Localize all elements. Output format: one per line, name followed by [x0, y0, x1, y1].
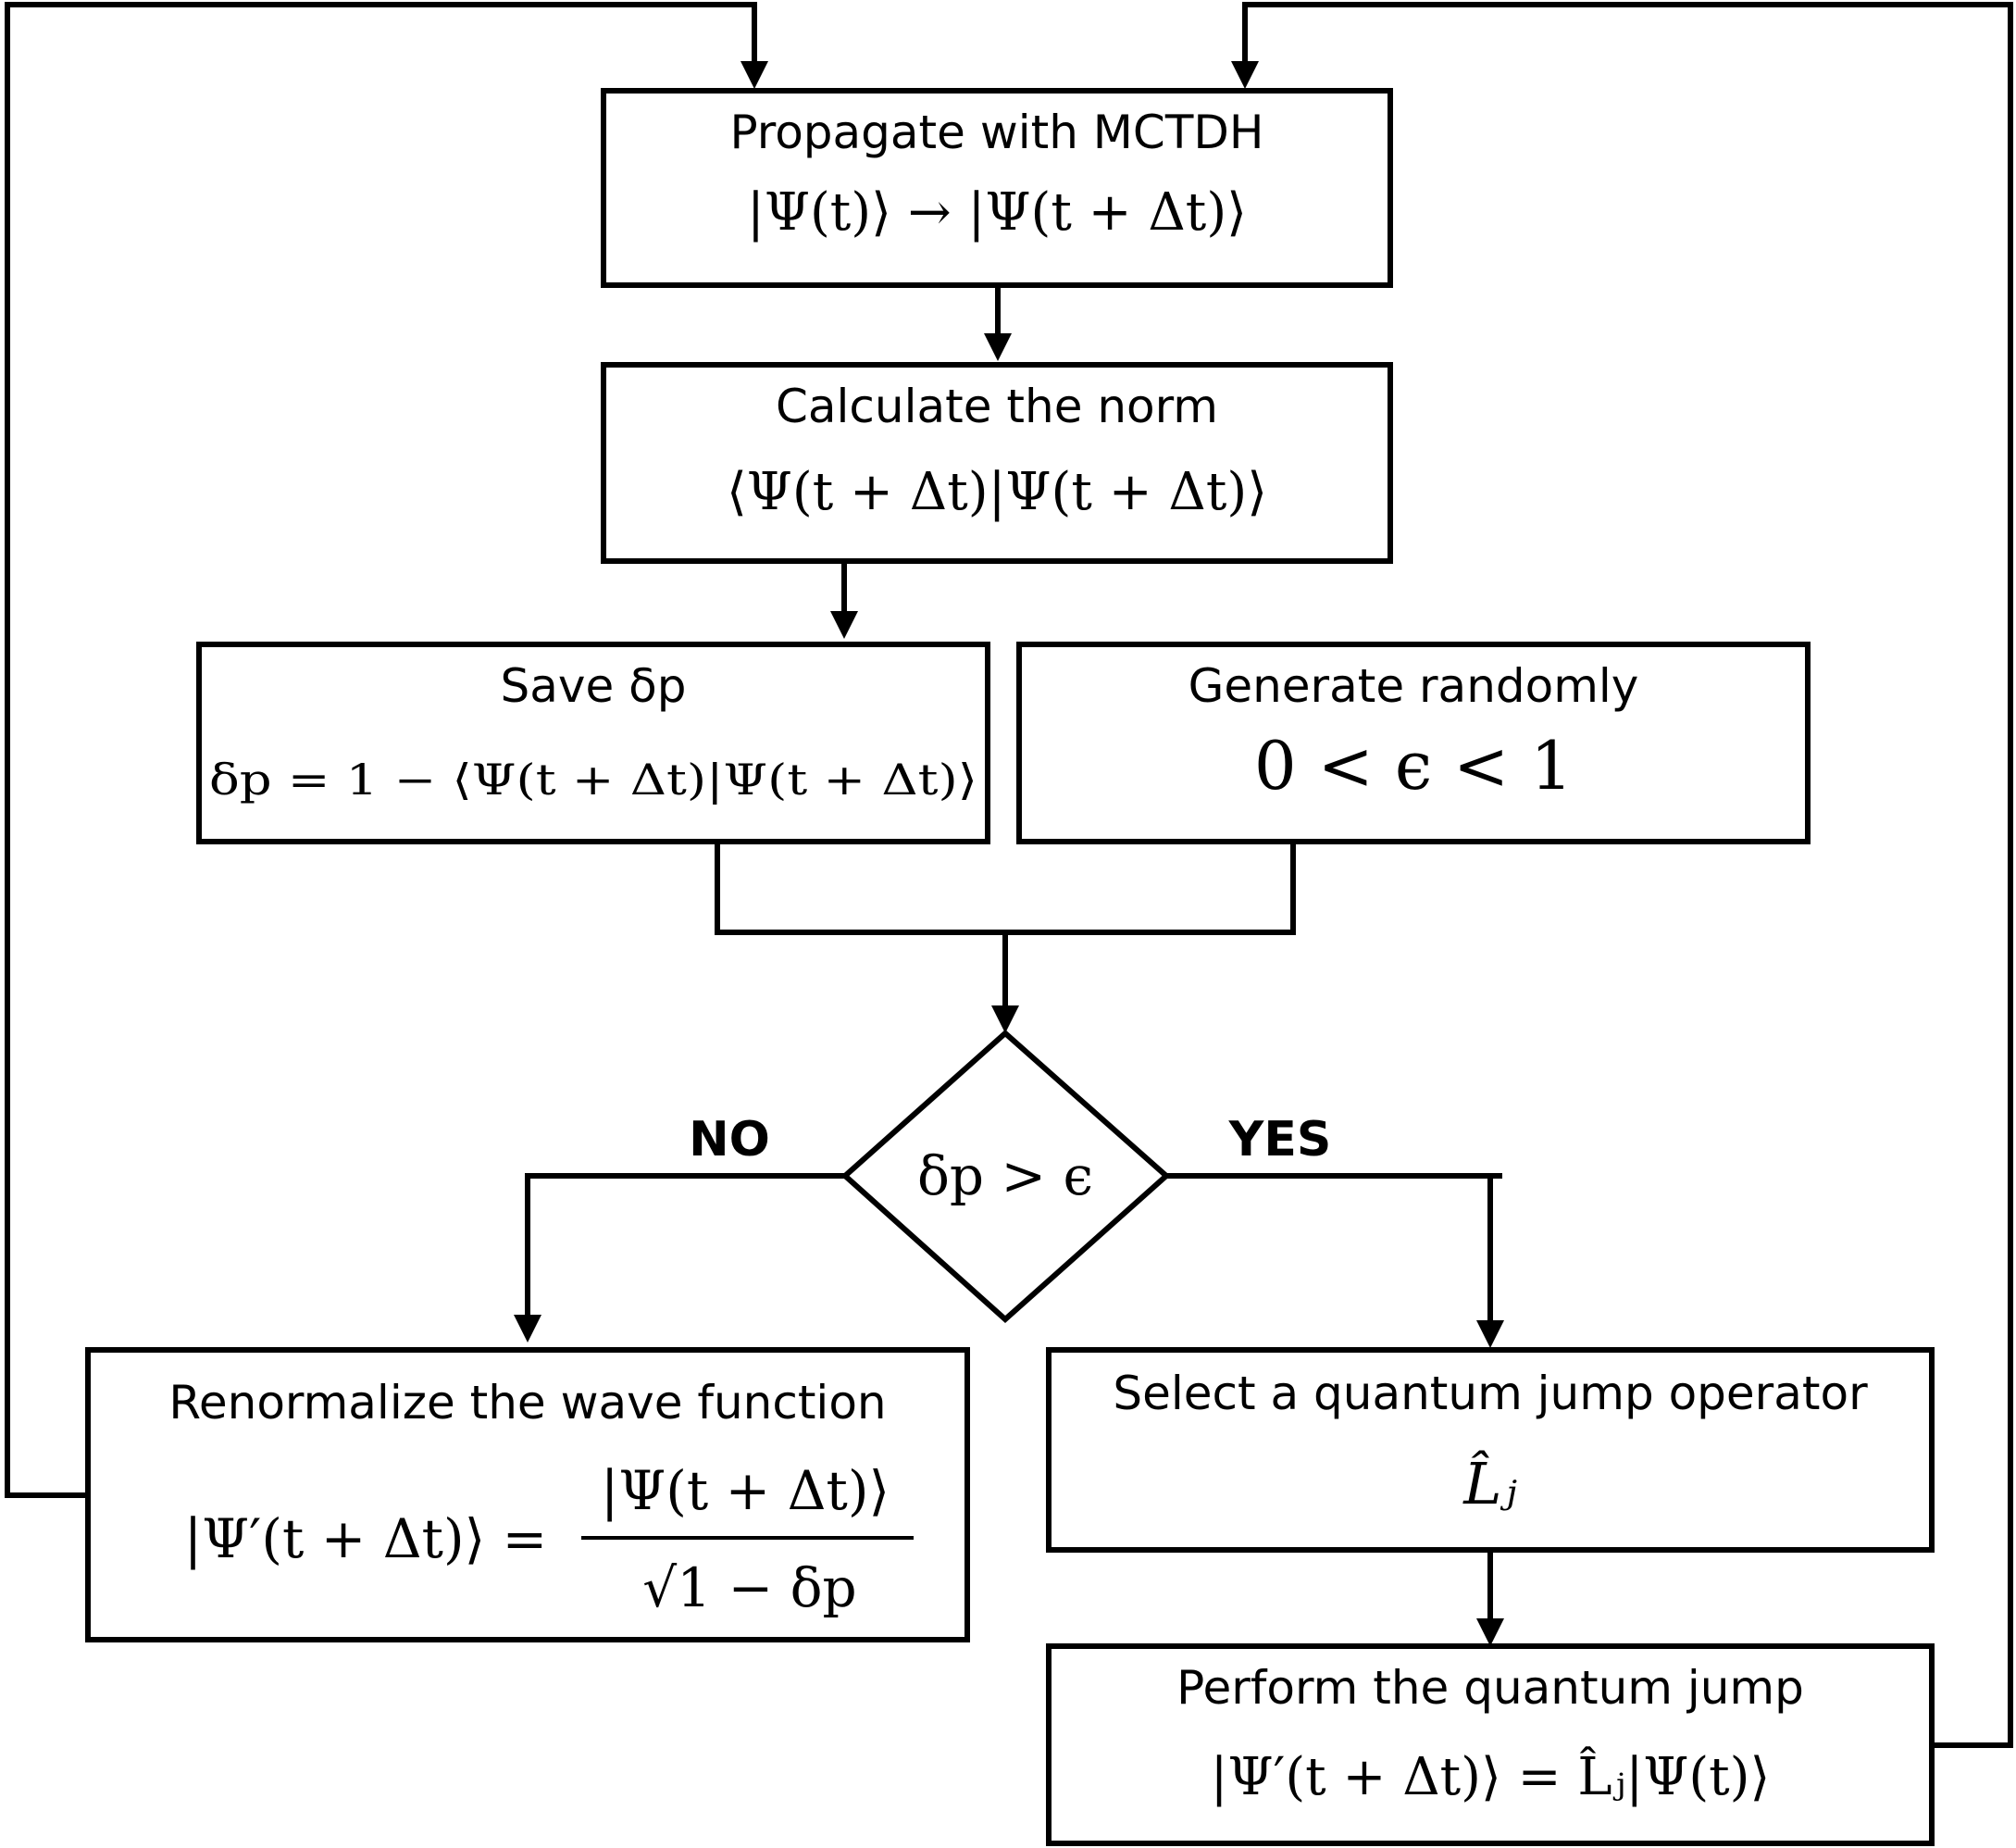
propagate-title: Propagate with MCTDH — [729, 106, 1263, 159]
perform-box-frame — [1046, 1643, 1935, 1846]
renormalize-lhs: |Ψ′(t + Δt)⟩ = — [184, 1507, 547, 1570]
no-branch-line — [525, 1173, 848, 1323]
arrow-select-perform-head — [1476, 1618, 1504, 1646]
loop-right-line — [1242, 2, 2013, 1748]
arrow-merge-decision-head — [991, 1005, 1019, 1033]
save-box-frame — [196, 642, 990, 844]
renormalize-box-frame — [85, 1347, 970, 1642]
perform-box: Perform the quantum jump |Ψ′(t + Δt)⟩ = … — [1046, 1643, 1935, 1846]
renormalize-numerator: |Ψ(t + Δt)⟩ — [601, 1459, 890, 1522]
yes-branch-arrowhead — [1476, 1320, 1504, 1348]
propagate-formula: |Ψ(t)⟩ → |Ψ(t + Δt)⟩ — [747, 182, 1247, 243]
no-branch-arrowhead — [514, 1315, 541, 1342]
select-title: Select a quantum jump operator — [1113, 1367, 1868, 1420]
perform-title: Perform the quantum jump — [1176, 1661, 1804, 1715]
decision-diamond: δp > ϵ — [840, 1029, 1171, 1324]
no-label: NO — [689, 1112, 770, 1167]
decision-diamond-frame — [840, 1029, 1171, 1324]
norm-title: Calculate the norm — [776, 380, 1218, 433]
save-box: Save δp δp = 1 − ⟨Ψ(t + Δt)|Ψ(t + Δt)⟩ — [196, 642, 990, 844]
loop-left-line — [5, 2, 757, 1498]
generate-box-frame — [1016, 642, 1811, 844]
loop-right-arrowhead — [1231, 61, 1259, 89]
norm-box-frame — [601, 362, 1393, 564]
select-box-frame — [1046, 1347, 1935, 1553]
merge-line — [715, 839, 1296, 935]
loop-left-arrowhead — [740, 61, 768, 89]
select-formula: L̂ⱼ — [1462, 1450, 1517, 1517]
decision-formula: δp > ϵ — [917, 1144, 1093, 1207]
yes-label: YES — [1228, 1112, 1332, 1167]
perform-formula: |Ψ′(t + Δt)⟩ = L̂ⱼ|Ψ(t)⟩ — [1211, 1745, 1771, 1807]
renormalize-denominator: √1 − δp — [642, 1556, 856, 1619]
norm-formula: ⟨Ψ(t + Δt)|Ψ(t + Δt)⟩ — [727, 462, 1267, 522]
renormalize-title: Renormalize the wave function — [168, 1376, 886, 1430]
connectors — [5, 2, 2013, 1748]
generate-formula: 0 < ϵ < 1 — [1254, 727, 1573, 805]
norm-box: Calculate the norm ⟨Ψ(t + Δt)|Ψ(t + Δt)⟩ — [601, 362, 1393, 564]
generate-title: Generate randomly — [1188, 659, 1639, 713]
arrow-norm-save-head — [830, 611, 858, 639]
propagate-box: Propagate with MCTDH |Ψ(t)⟩ → |Ψ(t + Δt)… — [601, 88, 1393, 288]
save-formula: δp = 1 − ⟨Ψ(t + Δt)|Ψ(t + Δt)⟩ — [209, 755, 977, 805]
arrow-propagate-norm-head — [984, 333, 1012, 361]
select-box: Select a quantum jump operator L̂ⱼ — [1046, 1347, 1935, 1553]
save-title: Save δp — [501, 659, 687, 713]
renormalize-box: Renormalize the wave function |Ψ′(t + Δt… — [85, 1347, 970, 1642]
generate-box: Generate randomly 0 < ϵ < 1 — [1016, 642, 1811, 844]
propagate-box-frame — [601, 88, 1393, 288]
